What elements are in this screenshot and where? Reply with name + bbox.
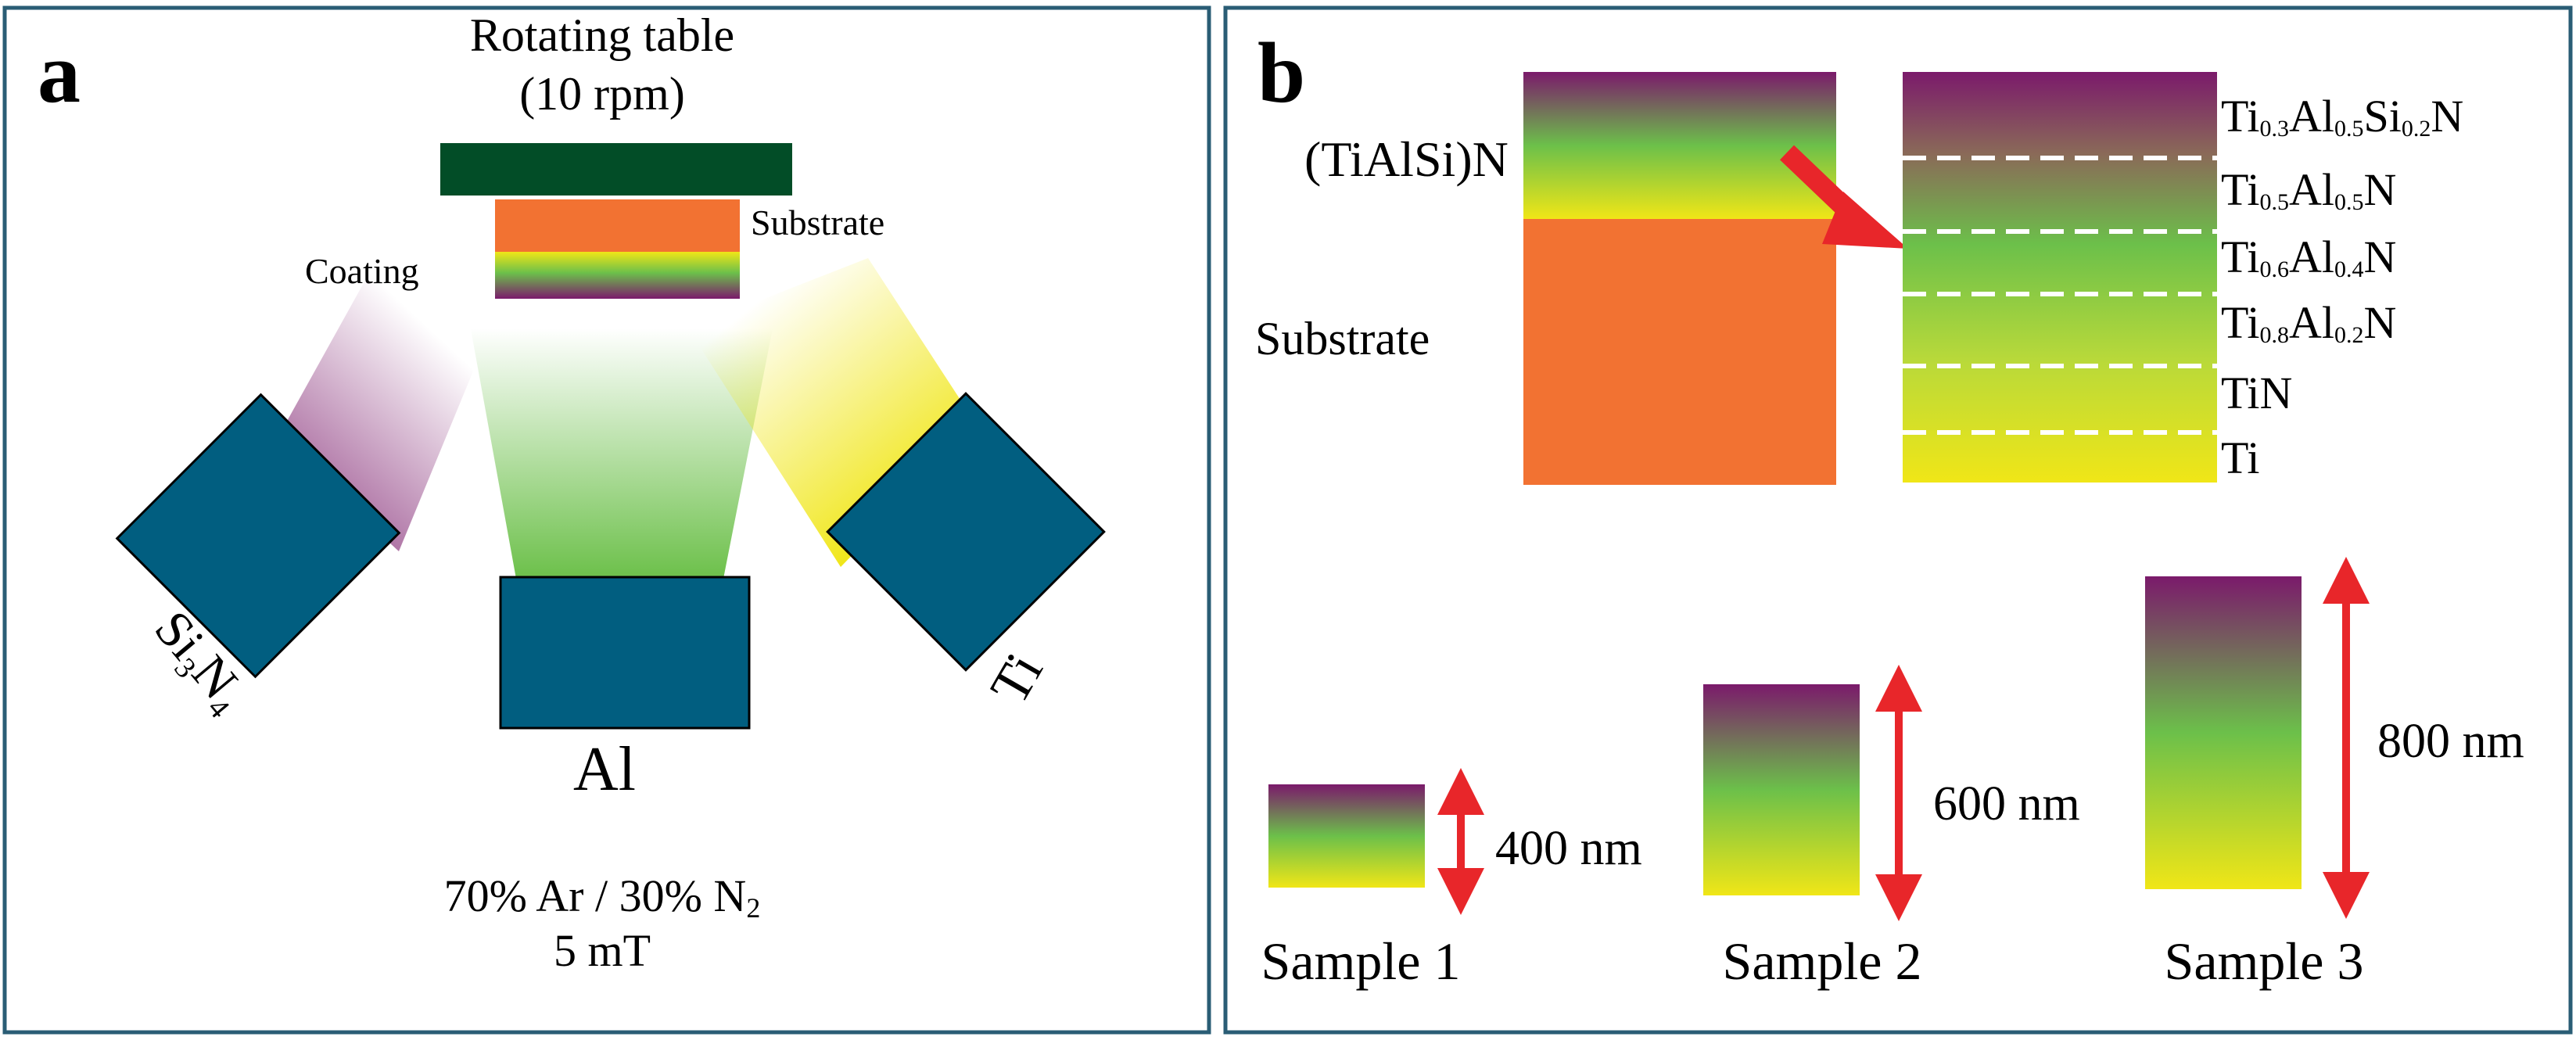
panel-b: b (TiAlSi)N Substrate Ti0.3Al0.5Si0.2N T… <box>1223 5 2573 1035</box>
target-al-label: Al <box>573 735 636 804</box>
zoom-arrowhead <box>1822 192 1908 249</box>
sample-1-label: Sample 1 <box>1261 931 1461 991</box>
beam-al <box>469 321 774 579</box>
substrate-block <box>495 199 740 252</box>
target-al <box>499 576 751 730</box>
coating-stack <box>1523 72 1836 219</box>
layer-label: TiN <box>2221 368 2292 418</box>
layer-labels: Ti0.3Al0.5Si0.2N Ti0.5Al0.5N Ti0.6Al0.4N… <box>2221 91 2463 483</box>
layer-label: Ti0.3Al0.5Si0.2N <box>2221 91 2463 142</box>
sample-3-coating <box>2145 576 2302 889</box>
panel-a: a Rotating table (10 rpm) Substrate Coat… <box>2 5 1211 1035</box>
panel-a-border <box>2 5 1211 1035</box>
sample-3-thickness: 800 nm <box>2377 715 2524 768</box>
sample-2-coating <box>1703 684 1860 895</box>
layer-dividers <box>1903 156 2217 435</box>
layer-label: Ti0.6Al0.4N <box>2221 231 2396 282</box>
target-si3n4 <box>115 393 401 679</box>
target-ti <box>826 392 1106 672</box>
multilayer-detail <box>1903 72 2217 483</box>
layer-label: Ti <box>2221 432 2260 483</box>
coating-stack-label: (TiAlSi)N <box>1304 131 1509 187</box>
pressure-label: 5 mT <box>554 925 651 976</box>
panel-a-letter: a <box>38 25 81 120</box>
substrate-stack-label: Substrate <box>1255 313 1430 364</box>
target-ti-label: Ti <box>979 644 1055 714</box>
gas-mixture-label: 70% Ar / 30% N2 <box>444 870 761 924</box>
sample-1-thickness: 400 nm <box>1495 822 1642 875</box>
panel-b-letter: b <box>1258 25 1305 120</box>
rotating-table-rpm-label: (10 rpm) <box>519 68 685 120</box>
layer-label: Ti0.5Al0.5N <box>2221 164 2396 215</box>
coating-label: Coating <box>305 251 419 291</box>
layer-label: Ti0.8Al0.2N <box>2221 297 2396 348</box>
substrate-label: Substrate <box>751 203 884 242</box>
sample-2-label: Sample 2 <box>1723 931 1922 991</box>
substrate-stack <box>1523 219 1836 485</box>
sample-1-coating <box>1268 784 1425 888</box>
panel-b-border <box>1223 5 2573 1035</box>
coating-layer <box>495 252 740 299</box>
rotating-table <box>440 143 792 196</box>
sample-2-thickness: 600 nm <box>1933 777 2080 831</box>
rotating-table-label: Rotating table <box>470 9 734 61</box>
sample-3-label: Sample 3 <box>2165 931 2364 991</box>
